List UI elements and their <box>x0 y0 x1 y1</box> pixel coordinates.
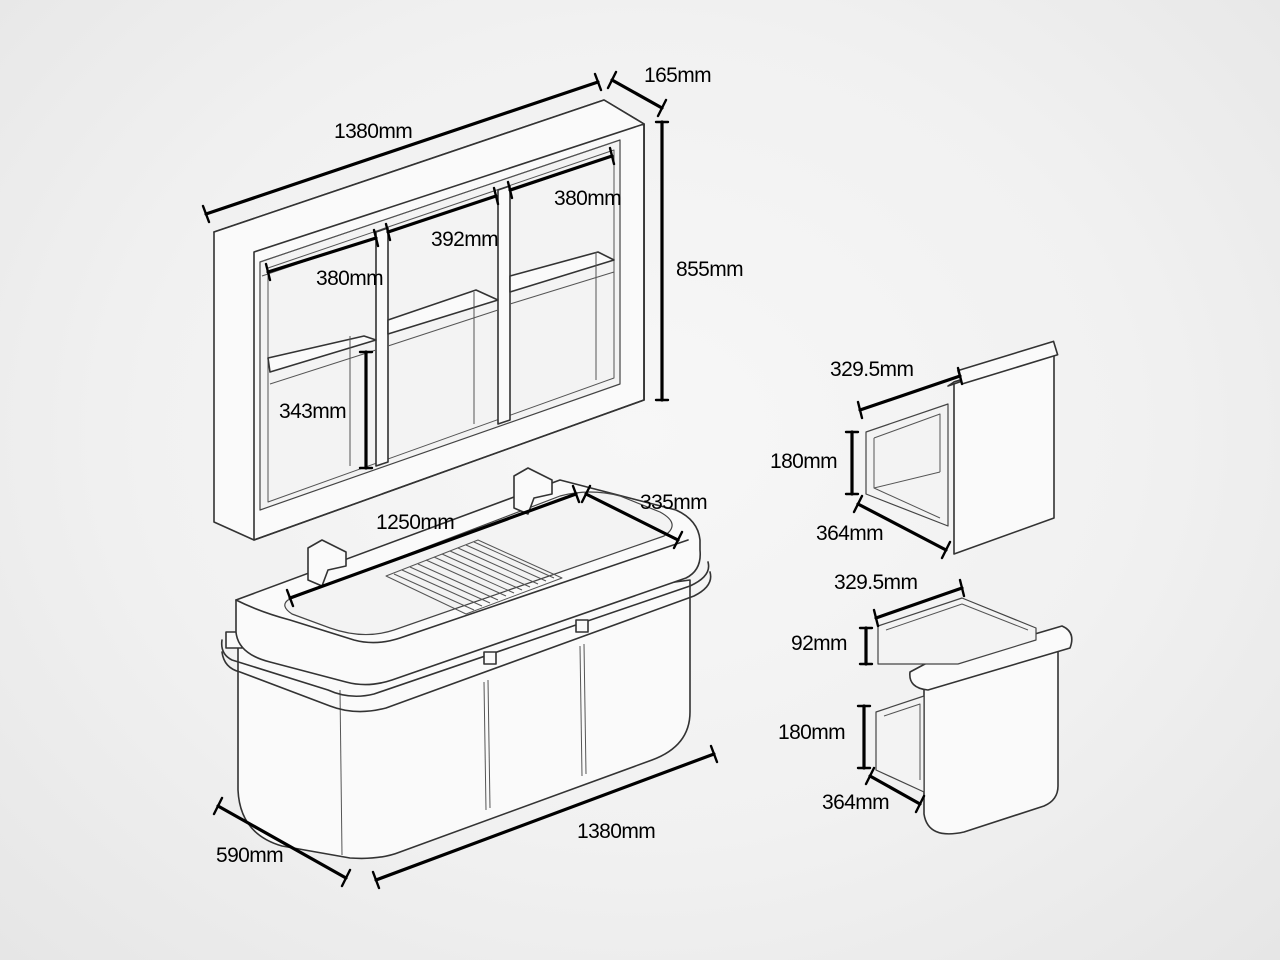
dim-vanity-depth <box>216 804 348 880</box>
label-single-width: 329.5mm <box>830 358 913 381</box>
label-shelf-gap: 343mm <box>279 400 346 423</box>
label-right-bay: 380mm <box>554 187 621 210</box>
dim-double-width <box>874 586 964 620</box>
shelf-left <box>267 335 377 373</box>
dim-single-width <box>858 374 962 412</box>
double-drawer-unit <box>875 597 1073 835</box>
vanity-rail <box>220 561 710 698</box>
shelf-right <box>509 251 615 293</box>
faucet-left <box>307 539 347 587</box>
label-single-depth: 364mm <box>816 522 883 545</box>
dim-double-depth <box>868 774 922 806</box>
dim-basin-length <box>288 492 578 600</box>
label-vanity-width: 1380mm <box>577 820 655 843</box>
vanity <box>220 467 712 860</box>
label-mirror-height: 855mm <box>676 258 743 281</box>
dim-single-depth <box>856 502 948 552</box>
label-basin-length: 1250mm <box>376 511 454 534</box>
top-drawer-box <box>877 597 1037 665</box>
dim-mirror-width <box>204 80 600 216</box>
dimension-labels: 1380mm 165mm 855mm 380mm 392mm 380mm 343… <box>216 64 918 867</box>
dimension-lines <box>201 70 966 890</box>
label-left-bay: 380mm <box>316 267 383 290</box>
label-mirror-width: 1380mm <box>334 120 412 143</box>
label-basin-depth: 335mm <box>640 491 707 514</box>
groove-lines <box>393 541 555 611</box>
mirror-cabinet <box>213 99 645 541</box>
label-double-depth: 364mm <box>822 791 889 814</box>
dim-basin-depth <box>584 492 680 542</box>
label-single-height: 180mm <box>770 450 837 473</box>
divider-left <box>375 227 389 467</box>
single-drawer-box <box>865 403 949 527</box>
bottom-drawer-box <box>875 695 925 793</box>
dim-mirror-depth <box>610 78 664 110</box>
dim-right-bay <box>508 154 614 192</box>
double-drawer-body <box>923 639 1059 835</box>
label-double-width: 329.5mm <box>834 571 917 594</box>
dim-vanity-width <box>374 752 716 882</box>
single-drawer-unit <box>865 340 1059 555</box>
dim-left-bay <box>266 236 378 274</box>
label-middle-bay: 392mm <box>431 228 498 251</box>
divider-right <box>497 185 511 425</box>
label-mirror-depth: 165mm <box>644 64 711 87</box>
label-top-drawer-height: 92mm <box>791 632 847 655</box>
dim-middle-bay <box>386 194 498 234</box>
faucet-right <box>513 467 553 515</box>
label-vanity-depth: 590mm <box>216 844 283 867</box>
shelf-middle <box>387 289 499 335</box>
drain-grooves <box>385 539 563 615</box>
label-bottom-drawer-height: 180mm <box>778 721 845 744</box>
